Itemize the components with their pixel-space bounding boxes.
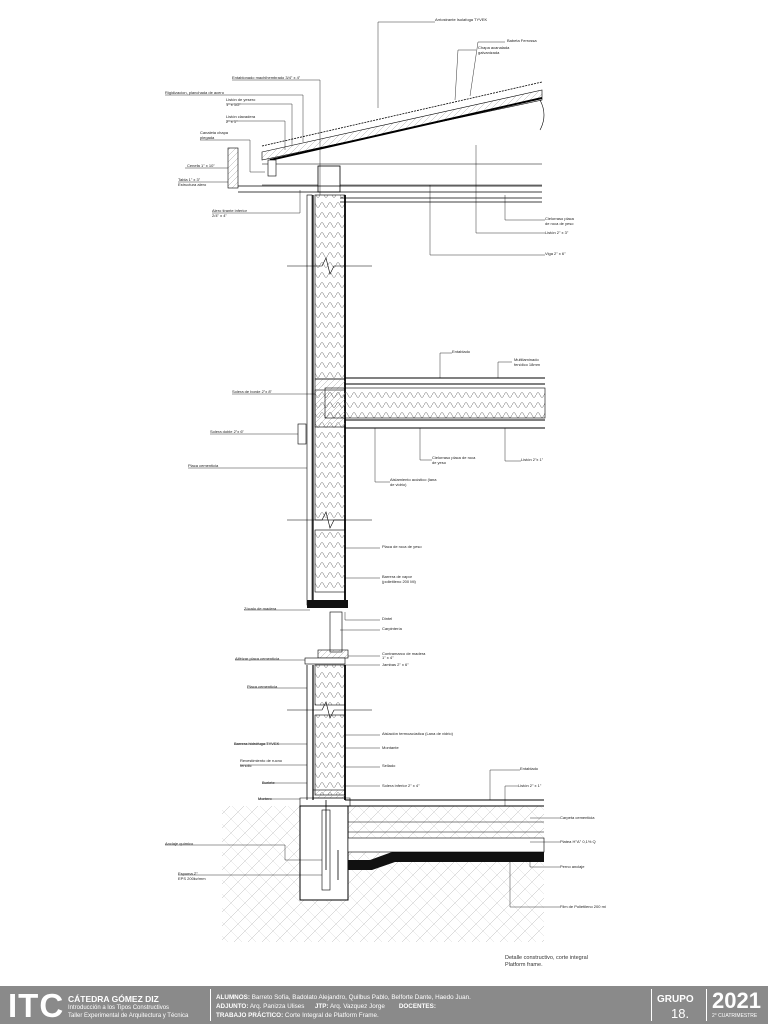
students-names: Barreto Sofía, Badolato Alejandro, Quilb…: [251, 994, 471, 1001]
label: EPS 200kv/mm: [178, 876, 206, 881]
students-row: ALUMNOS: Barreto Sofía, Badolato Alejand…: [216, 994, 471, 1001]
label: 1" x 4": [382, 655, 394, 660]
label: Entablado: [452, 349, 471, 354]
group-label: GRUPO: [657, 994, 694, 1005]
label: Burlete: [262, 780, 275, 785]
label: Barrera de vapor: [382, 574, 413, 579]
docentes-label: DOCENTES:: [398, 1003, 436, 1010]
label: Viga 2" x 6": [545, 251, 566, 256]
tp-name: Corte Integral de Platform Frame.: [284, 1012, 379, 1019]
label: plegada: [200, 135, 215, 140]
course-name: Introducción a los Tipos Constructivos: [68, 1005, 170, 1011]
label: Alero tirante inferior: [212, 208, 248, 213]
label: Dintel: [382, 616, 392, 621]
label: Solera de borde 2"x 8": [232, 389, 273, 394]
window-opening: [304, 611, 349, 665]
label: Sellado: [382, 763, 396, 768]
label: Estructura alero: [178, 182, 207, 187]
label: Chapa acanalada: [478, 45, 510, 50]
workshop-name: Taller Experimental de Arquitectura y Té…: [68, 1013, 189, 1019]
label: Zócalo de madera: [244, 606, 277, 611]
label: Contramarco de madera: [382, 651, 426, 656]
label: Barrera hidrófuga TYVEK: [234, 741, 280, 746]
label: Alféizar placa cementicia: [235, 656, 280, 661]
label: Mortero: [258, 796, 273, 801]
label: Montante: [382, 745, 399, 750]
year: 2021: [712, 988, 761, 1013]
label: Entablado: [520, 766, 539, 771]
label: Entablonado machihembrado 3/4" x 4": [232, 75, 301, 80]
label: Arriostrante Isolafoga TYVEK: [435, 17, 488, 22]
lower-wall: [299, 664, 544, 807]
construction-section-drawing: Arriostrante Isolafoga TYVEK Babeta Ferr…: [165, 17, 606, 942]
semester: 2° CUATRIMESTRE: [712, 1013, 758, 1019]
group-number: 18.: [671, 1006, 690, 1021]
adjunto-label: ADJUNTO:: [216, 1003, 249, 1010]
label: galvanizada: [478, 50, 500, 55]
students-label: ALUMNOS:: [216, 994, 250, 1001]
label: Placa cementicia: [247, 684, 278, 689]
label: Babeta Ferrossa: [507, 38, 537, 43]
label: fenólico 18mm: [514, 362, 541, 367]
label: Cenefa 1" x 10": [187, 163, 215, 168]
annotation-labels: Arriostrante Isolafoga TYVEK Babeta Ferr…: [165, 17, 606, 909]
label: Revestimiento de rucno: [240, 758, 283, 763]
label: Tabla 1" x 3": [178, 177, 201, 182]
label: Cielorraso placa de roca: [432, 455, 476, 460]
label: Cielorraso placa: [545, 216, 575, 221]
label: Multilaminado: [514, 357, 539, 362]
label: (polietileno 200 Mi): [382, 579, 416, 584]
label: Anclaje químico: [165, 841, 194, 846]
upper-wall: [306, 194, 348, 608]
label: Platea H°A° 0,1% Q: [560, 839, 596, 844]
label: Placa de roca de yeso: [382, 544, 422, 549]
label: Canaleta chapa: [200, 130, 229, 135]
drawing-caption: Detalle constructivo, corte integral Pla…: [505, 955, 625, 969]
catedra-title: CÁTEDRA GÓMEZ DIZ: [68, 994, 159, 1004]
label: Aislación termoacústica (Lana de vidrio): [382, 731, 454, 736]
label: Perno anclaje: [560, 864, 585, 869]
label: Placa cementicia: [188, 463, 219, 468]
label: fenolic: [240, 763, 252, 768]
intermediate-floor: [297, 377, 546, 445]
label: de yeso: [432, 460, 447, 465]
divider: [210, 989, 211, 1021]
teachers-row: ADJUNTO: Arq. Panizza Ulises JTP: Arq. V…: [216, 1003, 436, 1010]
label: Listón clavadera: [226, 114, 256, 119]
divider: [651, 989, 652, 1021]
adjunto-name: Arq. Panizza Ulises: [249, 1003, 305, 1010]
label: Film de Polietileno 200 mi: [560, 904, 606, 909]
tp-label: TRABAJO PRÁCTICO:: [216, 1012, 284, 1019]
jtp-name: Arq. Vazquez Jorge: [329, 1003, 385, 1010]
label: Solera doble 2"x 6": [210, 429, 245, 434]
caption-line: Detalle constructivo, corte integral: [505, 955, 588, 961]
ground-concrete: [222, 800, 545, 942]
label: de vidrio): [390, 482, 407, 487]
label: Listón 2" x 3": [545, 230, 569, 235]
label: Espuma Z°: [178, 871, 198, 876]
label: 2/4" x 4": [212, 213, 227, 218]
label: Solera inferior 2" x 4": [382, 783, 420, 788]
label: Listón de yesero: [226, 97, 256, 102]
label: Listón 2"x 1": [521, 457, 544, 462]
divider: [706, 989, 707, 1021]
title-block: ITC CÁTEDRA GÓMEZ DIZ Introducción a los…: [0, 986, 768, 1024]
label: Aislamiento acústico (lana: [390, 477, 437, 482]
roof-assembly: [227, 81, 545, 203]
practical-row: TRABAJO PRÁCTICO: Corte Integral de Plat…: [216, 1012, 379, 1019]
label: Rigidizacion, planchada de acero: [165, 90, 225, 95]
label: Carpintería: [382, 626, 403, 631]
label: Carpeta cementicia: [560, 815, 595, 820]
label: 1" x 1/2": [226, 102, 241, 107]
label: 2" x 1": [226, 119, 238, 124]
label: Jambas 2" x 6": [382, 662, 409, 667]
itc-logo: ITC: [8, 987, 65, 1024]
jtp-label: JTP:: [314, 1003, 329, 1010]
label: de roca de yeso: [545, 221, 574, 226]
label: Listón 2" x 1": [518, 783, 542, 788]
leader-lines: [165, 21, 560, 908]
break-lines: [287, 257, 372, 719]
caption-line: Platform frame.: [505, 962, 543, 968]
